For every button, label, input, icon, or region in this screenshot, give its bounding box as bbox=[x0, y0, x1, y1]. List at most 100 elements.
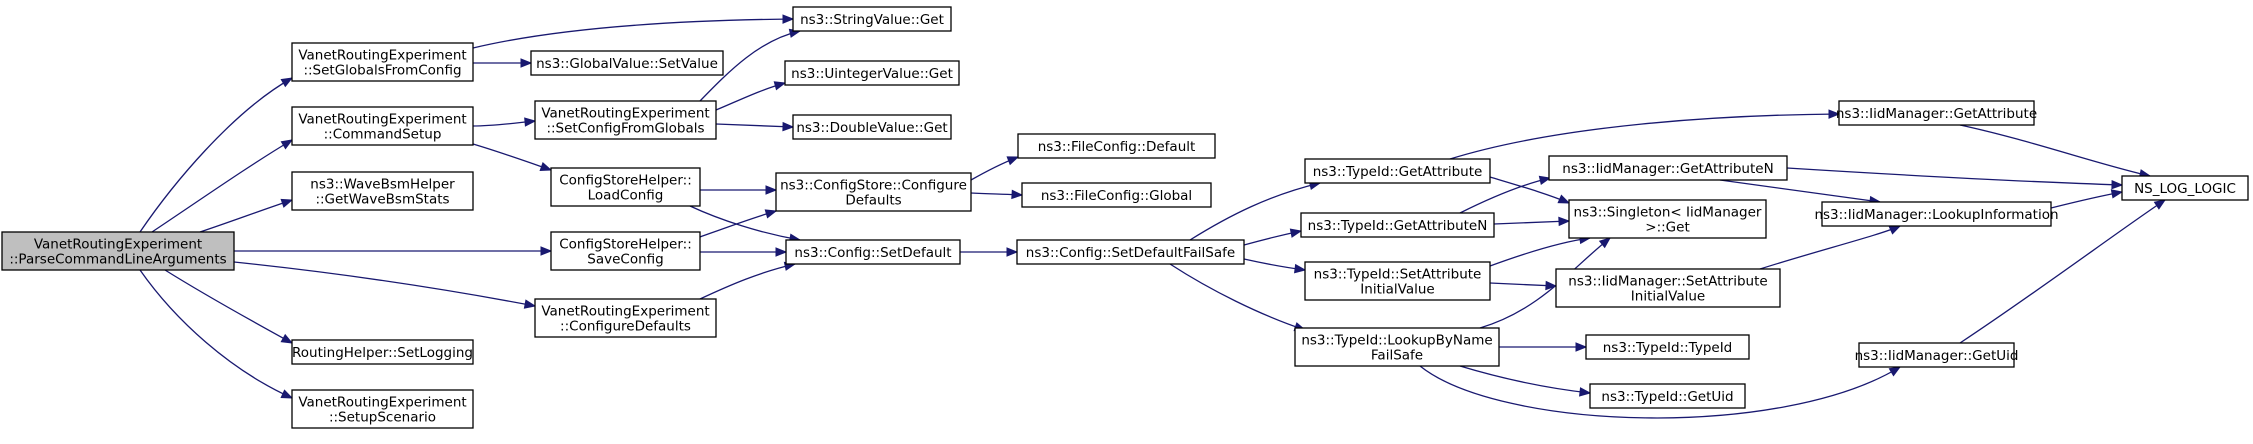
edge-typeidgetattrn-to-iidgetattrn bbox=[1459, 175, 1552, 214]
edge-arrowhead bbox=[782, 14, 795, 24]
edge-line bbox=[151, 139, 293, 233]
node-globalvalue[interactable]: ns3::GlobalValue::SetValue bbox=[530, 50, 724, 76]
node-setglobals[interactable]: VanetRoutingExperiment::SetGlobalsFromCo… bbox=[291, 42, 474, 82]
edge-line bbox=[1959, 199, 2166, 344]
edge-line bbox=[699, 263, 796, 300]
node-box bbox=[1555, 268, 1781, 308]
node-setconfigglobals[interactable]: VanetRoutingExperiment::SetConfigFromGlo… bbox=[534, 100, 717, 140]
node-box bbox=[792, 114, 952, 140]
edge-arrowhead bbox=[1557, 194, 1571, 204]
node-box bbox=[1821, 201, 2052, 227]
edge-typeidlookup-to-iidgetuid bbox=[1419, 365, 1902, 419]
edge-cmdsetup-to-loadconfig bbox=[472, 143, 553, 172]
node-box bbox=[792, 6, 952, 32]
edge-line bbox=[139, 269, 293, 399]
edge-typeidsetattr-to-iidsetattr bbox=[1489, 280, 1558, 291]
edge-arrowhead bbox=[1598, 237, 1612, 249]
node-box bbox=[1585, 334, 1750, 360]
node-typeidgetuid[interactable]: ns3::TypeId::GetUid bbox=[1589, 383, 1746, 409]
node-loadconfig[interactable]: ConfigStoreHelper::LoadConfig bbox=[550, 167, 701, 207]
edge-saveconfig-to-configsetdefault bbox=[700, 247, 788, 257]
edge-arrowhead bbox=[1545, 280, 1558, 291]
node-fileconfigglobal[interactable]: ns3::FileConfig::Global bbox=[1021, 182, 1212, 208]
node-doublevalue[interactable]: ns3::DoubleValue::Get bbox=[792, 114, 952, 140]
edge-arrowhead bbox=[1828, 109, 1841, 119]
node-label-line: VanetRoutingExperiment bbox=[298, 48, 466, 64]
node-label-line: ::GetWaveBsmStats bbox=[315, 192, 449, 208]
node-typeidgetattrn[interactable]: ns3::TypeId::GetAttributeN bbox=[1300, 212, 1495, 238]
node-fileconfigdefault[interactable]: ns3::FileConfig::Default bbox=[1017, 133, 1216, 159]
node-singleton[interactable]: ns3::Singleton< IidManager >::Get bbox=[1568, 199, 1767, 239]
node-iidgetuid[interactable]: ns3::IidManager::GetUid bbox=[1855, 342, 2019, 368]
node-uintegervalue[interactable]: ns3::UintegerValue::Get bbox=[784, 60, 960, 86]
node-label-line: NS_LOG_LOGIC bbox=[2134, 181, 2236, 197]
node-nslog[interactable]: NS_LOG_LOGIC bbox=[2121, 175, 2249, 201]
node-label-line: ns3::GlobalValue::SetValue bbox=[536, 56, 718, 72]
node-iidsetattr[interactable]: ns3::IidManager::SetAttributeInitialValu… bbox=[1555, 268, 1781, 308]
node-label-line: ns3::IidManager::GetUid bbox=[1855, 348, 2019, 364]
edge-typeidgetattr-to-singleton bbox=[1489, 176, 1571, 204]
edge-line bbox=[715, 123, 794, 128]
node-label-line: ConfigStoreHelper:: bbox=[559, 173, 692, 189]
node-typeidgetattr[interactable]: ns3::TypeId::GetAttribute bbox=[1304, 158, 1491, 184]
node-label-line: ns3::Config::SetDefault bbox=[794, 245, 951, 261]
edge-typeidlookup-to-singleton bbox=[1479, 237, 1612, 329]
edge-root-to-wavebsm bbox=[199, 198, 294, 233]
node-box bbox=[785, 239, 961, 265]
node-setupscenario[interactable]: VanetRoutingExperiment::SetupScenario bbox=[291, 389, 474, 429]
node-label-line: ::SetGlobalsFromConfig bbox=[303, 63, 461, 79]
edge-arrowhead bbox=[1575, 342, 1588, 352]
node-root[interactable]: VanetRoutingExperiment::ParseCommandLine… bbox=[1, 231, 235, 271]
node-box bbox=[1589, 383, 1746, 409]
edge-typeidlookup-to-typeidtypeid bbox=[1498, 342, 1588, 352]
node-label-line: ns3::TypeId::GetUid bbox=[1601, 389, 1733, 405]
node-setdefaultfailsafe[interactable]: ns3::Config::SetDefaultFailSafe bbox=[1016, 239, 1245, 265]
node-wavebsm[interactable]: ns3::WaveBsmHelper::GetWaveBsmStats bbox=[291, 171, 474, 211]
edge-iidsetattr-to-iidlookupinfo bbox=[1759, 225, 1902, 270]
node-stringvalue[interactable]: ns3::StringValue::Get bbox=[792, 6, 952, 32]
node-box bbox=[1304, 158, 1491, 184]
edge-configstoredefaults-to-fileconfigglobal bbox=[970, 189, 1024, 200]
node-label-line: ns3::FileConfig::Global bbox=[1041, 188, 1192, 204]
node-label-line: ns3::IidManager::GetAttributeN bbox=[1562, 161, 1773, 177]
node-box bbox=[534, 100, 717, 140]
edge-arrowhead bbox=[1006, 156, 1020, 166]
edge-line bbox=[1759, 225, 1901, 270]
node-configdefaults[interactable]: VanetRoutingExperiment::ConfigureDefault… bbox=[534, 298, 717, 338]
edge-arrowhead bbox=[1888, 225, 1902, 235]
node-box bbox=[534, 298, 717, 338]
edge-loadconfig-to-configstoredefaults bbox=[699, 185, 778, 195]
node-iidgetattrn[interactable]: ns3::IidManager::GetAttributeN bbox=[1548, 155, 1788, 181]
node-saveconfig[interactable]: ConfigStoreHelper::SaveConfig bbox=[550, 231, 701, 271]
edge-line bbox=[472, 143, 552, 171]
node-label-line: ::CommandSetup bbox=[324, 127, 442, 143]
edge-arrowhead bbox=[280, 139, 294, 150]
node-label-line: ns3::DoubleValue::Get bbox=[796, 120, 947, 136]
edge-line bbox=[1479, 237, 1611, 329]
node-cmdsetup[interactable]: VanetRoutingExperiment::CommandSetup bbox=[291, 106, 474, 146]
node-label-line: ns3::StringValue::Get bbox=[800, 12, 944, 28]
edge-root-to-cmdsetup bbox=[151, 139, 294, 233]
edge-iidlookupinfo-to-nslog bbox=[2050, 189, 2124, 209]
edge-arrowhead bbox=[2153, 199, 2167, 210]
edge-line bbox=[1419, 365, 1901, 419]
node-box bbox=[784, 60, 960, 86]
node-label-line: ::ConfigureDefaults bbox=[560, 319, 691, 335]
edge-cmdsetup-to-setconfigglobals bbox=[472, 117, 537, 127]
node-iidgetattr[interactable]: ns3::IidManager::GetAttribute bbox=[1836, 100, 2037, 126]
edge-line bbox=[715, 82, 786, 111]
node-box bbox=[1548, 155, 1788, 181]
node-configsetdefault[interactable]: ns3::Config::SetDefault bbox=[785, 239, 961, 265]
node-box bbox=[291, 106, 474, 146]
edge-line bbox=[1169, 263, 1306, 331]
node-label-line: ns3::WaveBsmHelper bbox=[310, 177, 455, 193]
node-routinglog[interactable]: RoutingHelper::SetLogging bbox=[291, 339, 474, 365]
edge-setconfigglobals-to-uintegervalue bbox=[715, 81, 787, 111]
node-configstoredefaults[interactable]: ns3::ConfigStore::ConfigureDefaults bbox=[775, 172, 972, 212]
node-iidlookupinfo[interactable]: ns3::IidManager::LookupInformation bbox=[1814, 201, 2059, 227]
edge-arrowhead bbox=[2110, 189, 2124, 199]
edge-iidgetattr-to-nslog bbox=[1959, 124, 2152, 179]
node-typeidtypeid[interactable]: ns3::TypeId::TypeId bbox=[1585, 334, 1750, 360]
